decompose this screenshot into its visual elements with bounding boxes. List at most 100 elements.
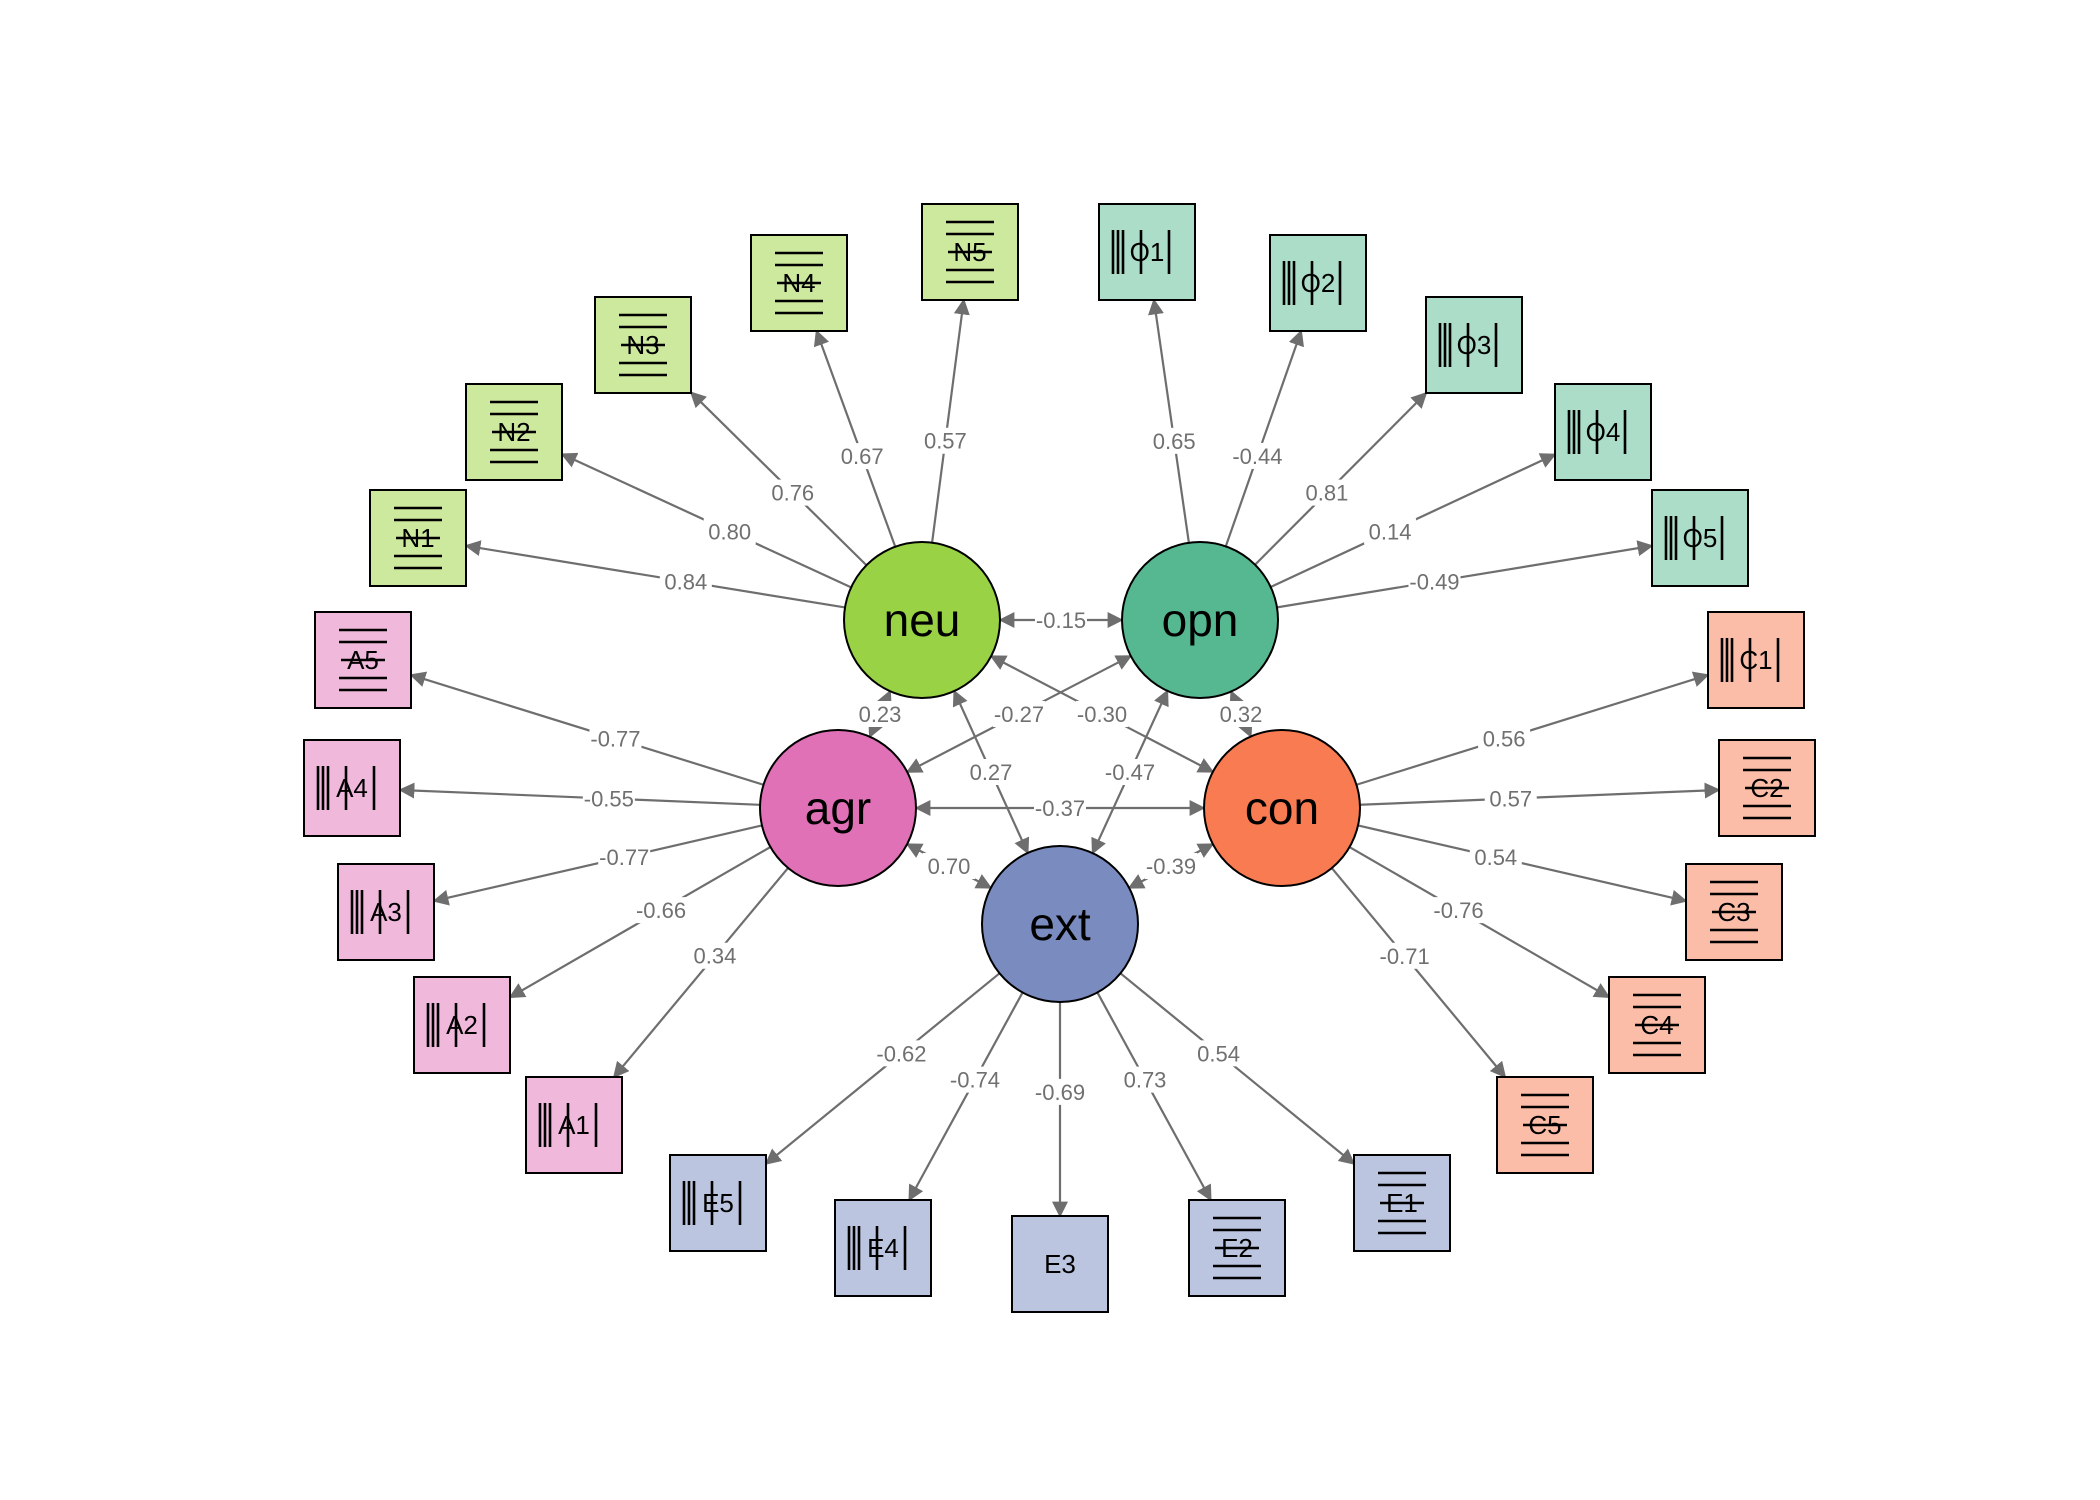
- indicator-box-c1: [1707, 611, 1805, 709]
- covariance-label-con-ext: -0.39: [1146, 854, 1196, 879]
- indicator-label-c4: C4: [1640, 1010, 1673, 1040]
- indicator-n3: N3: [594, 296, 692, 394]
- loading-label-a1: 0.34: [694, 944, 737, 969]
- loading-label-n2: 0.80: [708, 519, 751, 544]
- loading-label-n3-bg: [766, 479, 819, 506]
- covariance-label-con-ext-bg: [1145, 853, 1197, 879]
- indicator-label-a3: A3: [370, 897, 402, 927]
- indicator-label-e3: E3: [1044, 1249, 1076, 1279]
- latent-factors-layer: neu opn agr con ext: [759, 541, 1361, 1003]
- indicator-box-a4: [303, 739, 401, 837]
- indicator-c3: C3: [1685, 863, 1783, 961]
- threshold-marks-o5: [1664, 516, 1724, 560]
- loading-label-n3: 0.76: [771, 481, 814, 506]
- threshold-marks-n4: [775, 251, 823, 315]
- indicator-o3: O3: [1425, 296, 1523, 394]
- loading-label-o5: -0.49: [1409, 570, 1459, 595]
- loading-path-c5: [1330, 867, 1507, 1079]
- threshold-marks-c1: [1720, 638, 1780, 682]
- covariance-label-neu-agr: 0.23: [859, 702, 902, 727]
- loading-label-a4-bg: [582, 785, 635, 812]
- indicator-a3: A3: [337, 863, 435, 961]
- loading-label-o4-bg: [1364, 518, 1417, 545]
- threshold-marks-e1: [1378, 1171, 1426, 1235]
- indicator-n4: N4: [750, 234, 848, 332]
- factor-opn: opn: [1121, 541, 1279, 699]
- indicator-box-a3: [337, 863, 435, 961]
- loading-label-e1-bg: [1192, 1040, 1245, 1067]
- loading-label-a4: -0.55: [584, 787, 634, 812]
- threshold-marks-a4: [316, 766, 376, 810]
- loading-path-a4: [398, 782, 761, 806]
- indicator-label-c2: C2: [1750, 773, 1783, 803]
- loading-path-a3: [432, 824, 763, 906]
- loading-path-e4: [908, 991, 1024, 1202]
- covariance-label-agr-con: -0.37: [1035, 796, 1085, 821]
- threshold-marks-o3: [1438, 323, 1498, 367]
- indicator-label-o4: O4: [1586, 417, 1621, 447]
- indicator-o5: O5: [1651, 489, 1749, 587]
- factor-con: con: [1203, 729, 1361, 887]
- indicator-box-o5: [1651, 489, 1749, 587]
- indicator-o2: O2: [1269, 234, 1367, 332]
- threshold-marks-n2: [490, 400, 538, 464]
- indicator-n1: N1: [369, 489, 467, 587]
- loading-label-c5-bg: [1378, 942, 1431, 969]
- loading-path-c1: [1356, 671, 1710, 786]
- loading-label-c3: 0.54: [1474, 845, 1517, 870]
- indicator-label-c3: C3: [1717, 897, 1750, 927]
- covariance-label-neu-agr-bg: [854, 701, 906, 727]
- covariance-label-opn-ext: -0.47: [1105, 760, 1155, 785]
- threshold-marks-c4: [1633, 993, 1681, 1057]
- factor-circle-ext: [981, 845, 1139, 1003]
- loading-path-a5: [409, 671, 764, 786]
- loading-label-c3-bg: [1469, 844, 1522, 871]
- covariance-label-opn-agr-bg: [993, 701, 1045, 727]
- indicator-n5: N5: [921, 203, 1019, 301]
- loading-label-c1: 0.56: [1483, 727, 1526, 752]
- loading-path-a1: [612, 867, 789, 1079]
- indicator-label-e5: E5: [702, 1188, 734, 1218]
- threshold-marks-o1: [1111, 230, 1171, 274]
- indicator-a2: A2: [413, 976, 511, 1074]
- factor-label-ext: ext: [1029, 898, 1091, 950]
- covariance-label-neu-con: -0.30: [1077, 702, 1127, 727]
- covariance-label-neu-opn-bg: [1035, 607, 1087, 633]
- loading-label-n5: 0.57: [924, 429, 967, 454]
- threshold-marks-a3: [350, 890, 410, 934]
- factor-circle-con: [1203, 729, 1361, 887]
- loading-label-o3-bg: [1300, 479, 1353, 506]
- loading-label-a3: -0.77: [599, 845, 649, 870]
- loading-path-n4: [813, 329, 897, 548]
- loading-label-n1-bg: [659, 568, 712, 595]
- threshold-marks-n3: [619, 313, 667, 377]
- loading-label-o1: 0.65: [1153, 429, 1196, 454]
- indicator-box-a1: [525, 1076, 623, 1174]
- loading-label-o2: -0.44: [1232, 444, 1282, 469]
- threshold-marks-c3: [1710, 880, 1758, 944]
- covariance-label-neu-opn: -0.15: [1036, 608, 1086, 633]
- indicator-a1: A1: [525, 1076, 623, 1174]
- factor-label-agr: agr: [805, 782, 871, 834]
- loading-path-c2: [1359, 782, 1721, 806]
- loading-label-e3-bg: [1034, 1078, 1086, 1105]
- loading-label-n1: 0.84: [664, 570, 707, 595]
- loading-label-e4-bg: [948, 1066, 1001, 1093]
- loading-label-n4: 0.67: [841, 444, 884, 469]
- factor-label-neu: neu: [884, 594, 961, 646]
- factor-label-con: con: [1245, 782, 1319, 834]
- loading-label-e4: -0.74: [950, 1068, 1000, 1093]
- loading-label-n4-bg: [836, 443, 889, 470]
- indicator-e2: E2: [1188, 1199, 1286, 1297]
- indicator-box-e4: [834, 1199, 932, 1297]
- indicator-label-n3: N3: [626, 330, 659, 360]
- indicator-a5: A5: [314, 611, 412, 709]
- loading-label-a1-bg: [688, 942, 741, 969]
- loading-label-c2: 0.57: [1489, 787, 1532, 812]
- indicator-e5: E5: [669, 1154, 767, 1252]
- loading-label-e2: 0.73: [1124, 1068, 1167, 1093]
- indicator-box-o1: [1098, 203, 1196, 301]
- loading-path-n1: [464, 540, 846, 609]
